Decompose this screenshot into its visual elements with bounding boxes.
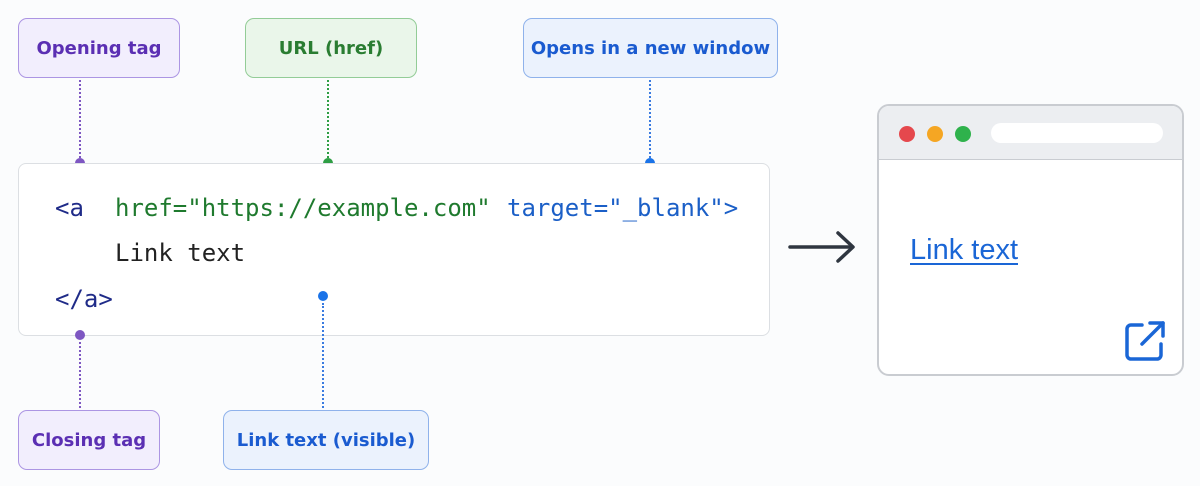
rendered-link[interactable]: Link text (910, 234, 1018, 266)
leader-new-window (649, 80, 651, 158)
leader-closing-tag (79, 342, 81, 408)
leader-opening-tag (79, 80, 81, 158)
address-bar[interactable] (991, 123, 1163, 143)
window-close-button[interactable] (899, 126, 915, 142)
arrow-right-icon (788, 231, 855, 263)
window-minimize-button[interactable] (927, 126, 943, 142)
code-open-bracket: <a (55, 194, 84, 222)
callout-new-window-label: Opens in a new window (530, 37, 771, 59)
external-link-icon (1125, 321, 1165, 361)
callout-closing-tag-label: Closing tag (31, 429, 147, 451)
code-target-attribute: target="_blank"> (507, 194, 739, 222)
callout-url-href-label: URL (href) (278, 37, 384, 59)
leader-url-href (327, 80, 329, 158)
callout-url-href: URL (href) (245, 18, 417, 78)
code-link-text: Link text (115, 239, 246, 267)
leader-link-text (322, 303, 324, 408)
browser-window: Link text (877, 104, 1184, 376)
callout-new-window: Opens in a new window (523, 18, 778, 78)
callout-closing-tag: Closing tag (18, 410, 160, 470)
callout-link-text-visible: Link text (visible) (223, 410, 429, 470)
callout-link-text-visible-label: Link text (visible) (236, 429, 416, 451)
anchor-dot-link-text (318, 291, 328, 301)
code-snippet-box: <a href="https://example.com" target="_b… (18, 163, 770, 336)
callout-opening-tag: Opening tag (18, 18, 180, 78)
code-close-tag: </a> (55, 285, 113, 313)
code-href-attribute: href="https://example.com" (115, 194, 491, 222)
callout-opening-tag-label: Opening tag (36, 37, 162, 59)
anchor-dot-closing-tag (75, 330, 85, 340)
window-maximize-button[interactable] (955, 126, 971, 142)
browser-titlebar (879, 106, 1182, 160)
